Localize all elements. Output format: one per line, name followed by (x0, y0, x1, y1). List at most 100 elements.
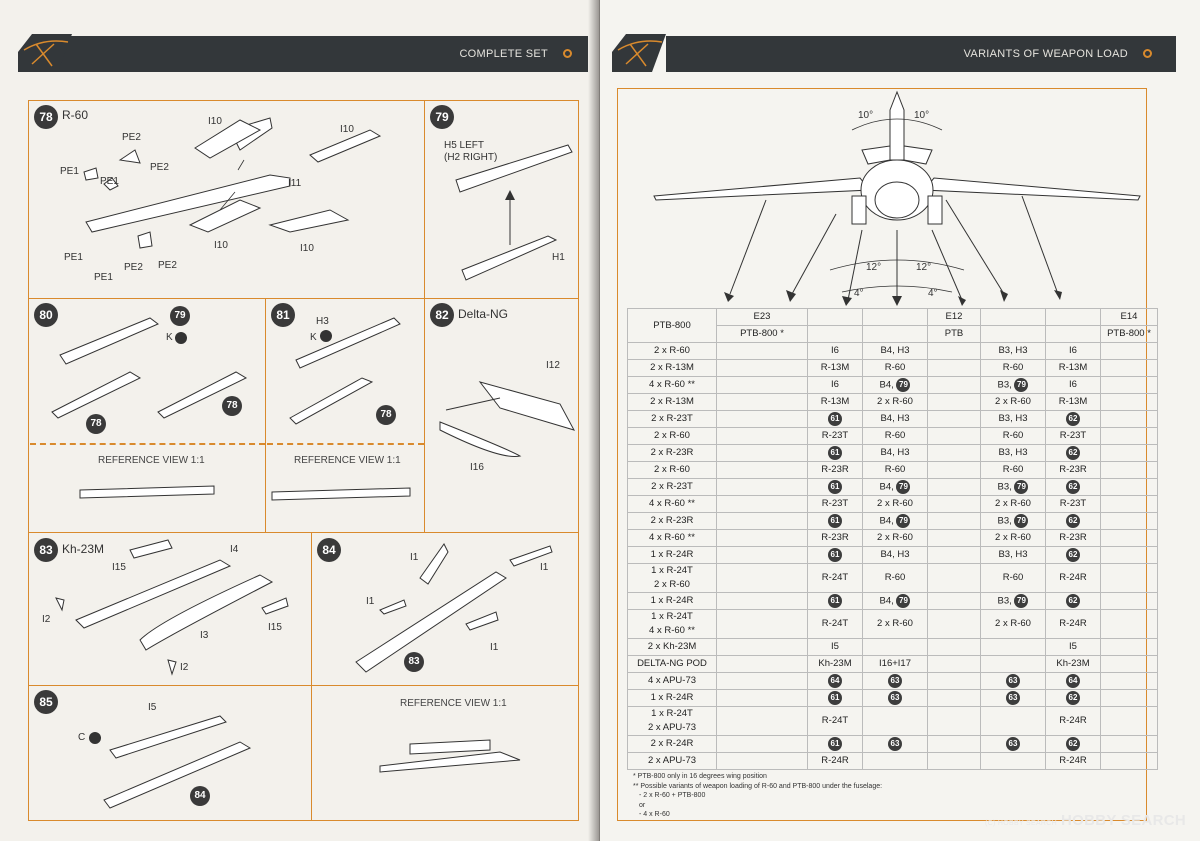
weapon-label-cell: 2 x R-60 (627, 342, 717, 360)
header-cell: PTB-800 * (716, 325, 808, 343)
table-cell (927, 427, 981, 445)
table-cell: 61 (807, 735, 863, 753)
table-cell (927, 495, 981, 513)
table-cell (716, 393, 808, 411)
label-i1-d: I1 (490, 642, 499, 653)
callout-number-icon: 63 (1006, 736, 1020, 751)
table-cell (1100, 672, 1158, 690)
table-cell: I6 (1045, 342, 1101, 360)
panel-78-title: R-60 (62, 108, 89, 122)
table-cell (1100, 410, 1158, 428)
table-cell (1100, 359, 1158, 377)
table-cell (980, 655, 1046, 673)
table-cell (927, 546, 981, 564)
table-cell: R-24T (807, 563, 863, 593)
angle-label: 4° (928, 288, 938, 299)
weapon-label-cell: 1 x R-24R (627, 546, 717, 564)
table-cell: 63 (980, 672, 1046, 690)
table-cell: 2 x R-60 (862, 495, 928, 513)
callout-number-icon: 62 (1066, 690, 1080, 705)
panel-83-number: 83 (34, 538, 58, 562)
header-cell: E12 (927, 308, 981, 326)
table-cell (1100, 735, 1158, 753)
table-cell (927, 529, 981, 547)
table-cell: I5 (1045, 638, 1101, 656)
table-cell (716, 638, 808, 656)
table-cell (980, 752, 1046, 770)
table-cell (927, 655, 981, 673)
header-cell: PTB (927, 325, 981, 343)
callout-number-icon: 79 (1014, 593, 1029, 608)
label-i10-b: I10 (340, 124, 354, 135)
callout-number-icon: 61 (828, 445, 842, 460)
table-cell: I6 (807, 376, 863, 394)
table-cell (927, 342, 981, 360)
panel-80-reference-label: REFERENCE VIEW 1:1 (98, 455, 205, 466)
table-cell (1100, 461, 1158, 479)
table-cell: R-60 (862, 563, 928, 593)
divider-dashed (30, 443, 265, 445)
table-cell (1100, 546, 1158, 564)
callout-number-icon: 62 (1066, 736, 1080, 751)
table-cell (927, 478, 981, 496)
table-cell (1100, 342, 1158, 360)
panel-80-mark-78-a: 78 (86, 414, 106, 434)
table-cell (1100, 444, 1158, 462)
table-cell: B4, H3 (862, 444, 928, 462)
table-cell: 62 (1045, 689, 1101, 707)
angle-label: 12° (866, 262, 882, 273)
table-cell (1100, 752, 1158, 770)
table-cell (716, 655, 808, 673)
table-cell (1100, 563, 1158, 593)
callout-number-icon: 62 (1066, 479, 1080, 494)
table-cell: R-24R (1045, 706, 1101, 736)
callout-number-icon: 79 (896, 513, 911, 528)
table-cell: 62 (1045, 512, 1101, 530)
panel-78-number: 78 (34, 105, 58, 129)
weapon-load-table: PTB-800 E23 E12 E14 PTB-800 * PTB PTB-80… (627, 308, 1158, 770)
panel-85-reference-label: REFERENCE VIEW 1:1 (400, 698, 507, 709)
label-i10-c: I10 (214, 240, 228, 251)
angle-label: 10° (914, 110, 930, 121)
table-cell (980, 638, 1046, 656)
footnote: - 2 x R-60 + PTB-800 (639, 792, 706, 799)
right-header-title: VARIANTS OF WEAPON LOAD (963, 48, 1128, 60)
table-cell (716, 546, 808, 564)
panel-81-reference-label: REFERENCE VIEW 1:1 (294, 455, 401, 466)
callout-number-icon: 62 (1066, 547, 1080, 562)
table-cell: R-60 (980, 461, 1046, 479)
weapon-label-cell: 4 x R-60 ** (627, 376, 717, 394)
table-cell (927, 735, 981, 753)
watermark-code: (C) HOBBY SEARCH (985, 820, 1057, 827)
label-i3: I3 (200, 630, 209, 641)
table-cell: I6 (1045, 376, 1101, 394)
weapon-label-cell: 1 x R-24R (627, 592, 717, 610)
table-cell: R-24T (807, 706, 863, 736)
table-cell: 2 x R-60 (980, 393, 1046, 411)
label-c: C (78, 732, 86, 743)
table-cell: 63 (862, 672, 928, 690)
table-cell (716, 444, 808, 462)
header-dot-icon (563, 49, 572, 58)
table-cell (716, 752, 808, 770)
table-cell (927, 512, 981, 530)
panel-79-number: 79 (430, 105, 454, 129)
weapon-label-cell: 4 x R-60 ** (627, 529, 717, 547)
table-cell: B3, 79 (980, 478, 1046, 496)
table-cell: 63 (980, 735, 1046, 753)
angle-label: 4° (854, 288, 864, 299)
panel-80-number: 80 (34, 303, 58, 327)
table-cell (862, 638, 928, 656)
table-cell (1100, 592, 1158, 610)
table-cell: B4, 79 (862, 592, 928, 610)
